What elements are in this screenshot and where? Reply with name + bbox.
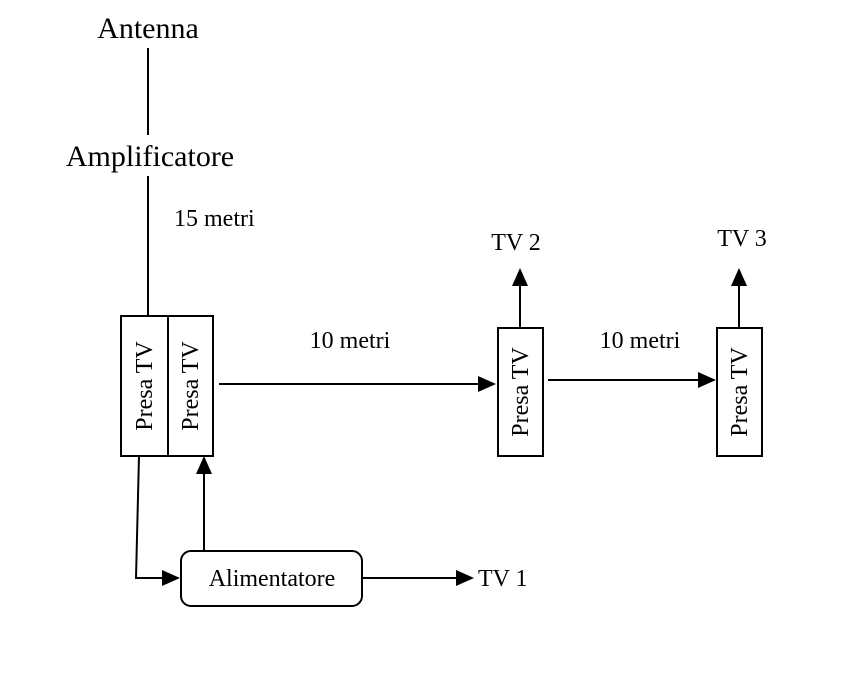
- outlet-3-label: Presa TV: [508, 347, 534, 437]
- tv1-label: TV 1: [478, 566, 528, 592]
- wire-to-power-supply: [134, 455, 162, 579]
- outlet-2-box: [167, 315, 214, 457]
- outlet-2-label: Presa TV: [178, 341, 204, 431]
- antenna-label: Antenna: [97, 12, 199, 45]
- arrow-head-to-tv3: [731, 268, 747, 286]
- outlet-1-label: Presa TV: [132, 341, 158, 431]
- arrow-head-to-outlet-3: [478, 376, 496, 392]
- amplifier-label: Amplificatore: [66, 140, 234, 173]
- arrow-head-to-tv2: [512, 268, 528, 286]
- length-15-label: 15 metri: [174, 206, 255, 232]
- arrow-head-to-outlet-2: [196, 456, 212, 474]
- arrow-head-to-tv1: [456, 570, 474, 586]
- outlet-4-label: Presa TV: [727, 347, 753, 437]
- length-10-a-label: 10 metri: [310, 328, 391, 354]
- power-supply-label: Alimentatore: [209, 566, 336, 592]
- arrow-head-to-power-supply: [162, 570, 180, 586]
- tv3-label: TV 3: [717, 226, 767, 252]
- length-10-b-label: 10 metri: [600, 328, 681, 354]
- arrow-head-to-outlet-4: [698, 372, 716, 388]
- outlet-3-box: [497, 327, 544, 457]
- tv2-label: TV 2: [491, 230, 541, 256]
